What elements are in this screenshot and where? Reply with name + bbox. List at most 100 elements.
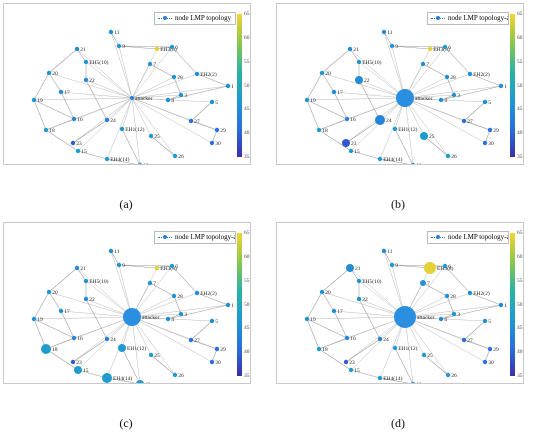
node-11 [381,248,387,254]
node-label-18: 18 [52,347,58,353]
edge-attacker-6 [131,265,173,318]
edge-attacker-19 [306,316,406,320]
edge-19-18 [306,99,320,131]
edge-21-20 [48,267,78,293]
legend-label: node LMP topology-attack 24 [448,14,508,22]
node-label-30: 30 [488,360,494,366]
edge-21-EH5(10) [76,267,87,282]
node-25 [421,352,427,358]
edge-19-18 [33,318,47,350]
node-label-21: 21 [355,266,361,272]
node-4 [165,316,171,322]
node-label-30: 30 [488,141,494,147]
edge-attacker-29 [404,97,491,131]
node-label-28: 28 [177,294,183,300]
node-29 [487,346,493,352]
colorbar-tick: 45 [517,106,523,113]
node-16 [71,116,77,122]
node-13 [411,162,415,164]
colorbar-tick: 40 [244,349,250,356]
node-label-19: 19 [37,98,43,104]
edge-9-6 [118,264,173,267]
node-label-11: 11 [387,30,393,36]
node-label-5: 5 [215,319,218,325]
node-label-19: 19 [310,98,316,104]
edge-9-6 [391,264,446,267]
edge-attacker-13 [404,97,414,164]
edge-25-26 [150,135,176,157]
edge-attacker-EH5(10) [358,61,406,99]
node-label-EH2(2): EH2(2) [473,71,490,78]
edge-attacker-26 [404,316,449,376]
edge-EH2(2)-1 [469,292,502,306]
node-9 [389,262,395,268]
edge-16-18 [45,337,75,350]
node-18 [316,346,322,352]
edge-25-26 [423,135,449,157]
node-label-16: 16 [350,336,356,342]
edge-attacker-20 [48,291,133,318]
node-label-26: 26 [451,154,457,160]
node-9 [116,43,122,49]
node-6 [169,44,175,50]
node-label-9: 9 [395,263,398,269]
edge-28-3 [446,76,455,96]
node-30 [209,140,215,146]
node-EH2(2) [194,290,200,296]
node-label-23: 23 [351,141,357,147]
node-6 [442,44,448,50]
legend: node LMP topology-attack 8 [427,231,509,244]
node-label-7: 7 [153,281,156,287]
edge-21-20 [48,48,78,74]
node-label-17: 17 [337,309,343,315]
edge-27-29 [463,120,491,131]
edge-attacker-20 [321,291,406,318]
legend: node LMP topology [154,12,236,25]
edge-5-27 [190,101,213,122]
edge-28-3 [173,295,182,315]
edge-6-EH2(2) [171,265,198,294]
node-24 [377,336,383,342]
node-label-17: 17 [337,90,343,96]
edge-21-EH5(10) [349,48,360,63]
node-label-25: 25 [429,134,435,140]
edge-attacker-18 [45,316,133,350]
node-26 [445,372,451,378]
edge-21-EH5(10) [76,48,87,63]
node-label-18: 18 [322,128,328,134]
edge-attacker-29 [131,316,218,350]
edge-attacker-18 [318,316,406,350]
colorbar [237,14,242,157]
edge-attacker-EH1(12) [121,97,133,130]
node-25 [148,133,154,139]
edge-attacker-5 [131,316,213,322]
node-15 [348,148,354,154]
edge-29-30 [484,129,491,144]
node-label-18: 18 [49,128,55,134]
edge-27-29 [190,120,218,131]
colorbar-tick: 40 [244,130,250,137]
edge-attacker-EH4(14) [106,97,133,160]
node-EH2(2) [194,71,200,77]
edge-attacker-21 [349,48,406,99]
node-label-20: 20 [325,71,331,77]
node-22 [356,296,362,302]
edge-24-23 [345,338,381,363]
node-label-26: 26 [178,154,184,160]
node-label-22: 22 [362,297,368,303]
node-24 [375,115,385,125]
node-13 [138,162,142,164]
legend-label: node LMP topology [175,14,232,22]
node-EH1(12) [118,344,126,352]
edge-18-15 [45,129,79,152]
edge-attacker-22 [85,79,133,99]
colorbar-tick: 40 [517,349,523,356]
node-label-EH4(14): EH4(14) [383,375,402,382]
edge-1-4 [167,85,229,101]
node-15 [75,148,81,154]
colorbar-tick: 50 [517,301,523,308]
node-label-21: 21 [80,47,86,53]
node-label-7: 7 [426,62,429,68]
node-label-7: 7 [153,62,156,68]
